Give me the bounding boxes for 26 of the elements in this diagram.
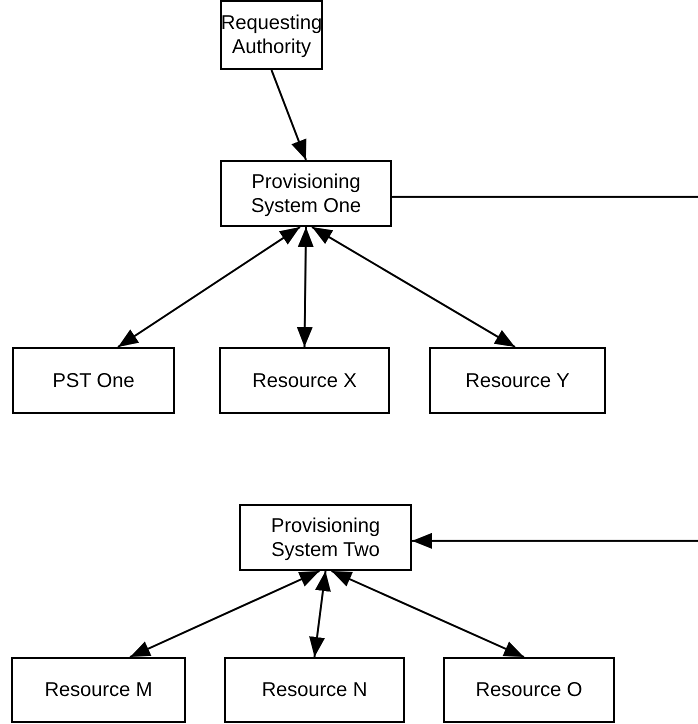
- box-label: Resource O: [476, 678, 582, 702]
- process-box: [443, 657, 615, 723]
- process-box: [12, 347, 175, 414]
- box-label: Provisioning System One: [250, 170, 362, 218]
- box-label: PST One: [52, 368, 134, 392]
- box-label: Resource M: [44, 678, 152, 702]
- arrow: [296, 226, 314, 348]
- arrow: [309, 570, 331, 658]
- arrow: [312, 226, 516, 348]
- box-label: Resource N: [262, 678, 368, 702]
- process-box: [220, 160, 392, 227]
- box-label: Requesting Authority: [220, 11, 322, 59]
- arrow: [117, 226, 301, 348]
- arrow: [412, 532, 698, 549]
- arrow: [130, 570, 320, 658]
- box-label: Provisioning System Two: [270, 514, 381, 562]
- arrow: [270, 70, 307, 160]
- process-box: [220, 0, 323, 70]
- process-box: [219, 347, 390, 414]
- box-label: Resource Y: [465, 368, 570, 392]
- arrow: [331, 570, 524, 658]
- process-box: [224, 657, 405, 723]
- box-label: Resource X: [252, 368, 357, 392]
- process-box: [239, 504, 412, 571]
- process-box: [429, 347, 606, 414]
- process-box: [11, 657, 186, 723]
